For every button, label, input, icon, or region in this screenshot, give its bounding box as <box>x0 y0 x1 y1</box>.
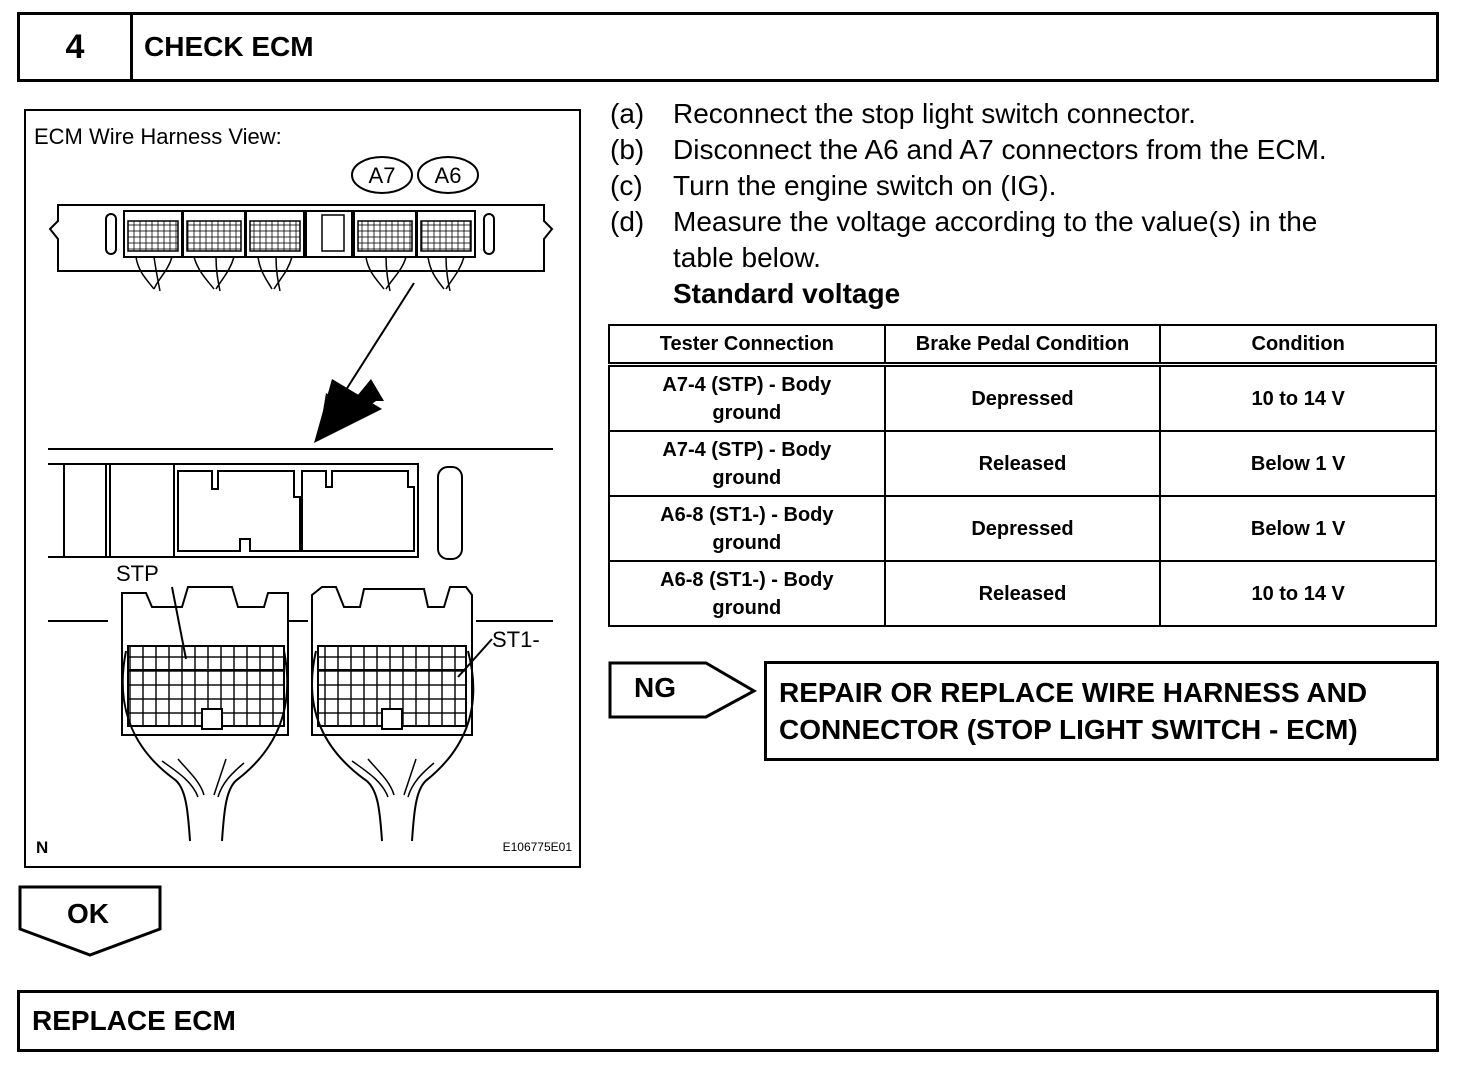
connection-line: A7-4 (STP) - Body <box>662 438 832 461</box>
pedal-condition-cell: Depressed <box>883 495 1162 562</box>
final-action-text: REPLACE ECM <box>32 1005 236 1036</box>
figure-heading: ECM Wire Harness View: <box>34 124 282 149</box>
instruction-text-continued: table below. <box>673 242 821 273</box>
standard-voltage-table: Tester Connection Brake Pedal Condition … <box>608 324 1437 627</box>
ng-result-box: REPAIR OR REPLACE WIRE HARNESS AND CONNE… <box>764 661 1439 761</box>
column-header: Condition <box>1159 324 1437 366</box>
ng-arrow-icon <box>608 661 758 719</box>
table-row: A6-8 (ST1-) - Body ground Depressed Below… <box>608 495 1437 562</box>
connection-line: ground <box>712 401 782 424</box>
ok-label: OK <box>67 898 109 929</box>
instruction-text: Disconnect the A6 and A7 connectors from… <box>673 134 1327 165</box>
st1-terminal-label: ST1- <box>492 627 540 652</box>
figure-id: E106775E01 <box>503 840 573 854</box>
tester-connection-cell: A6-8 (ST1-) - Body ground <box>608 495 886 562</box>
tester-connection-cell: A7-4 (STP) - Body ground <box>608 430 886 497</box>
connection-line: ground <box>712 466 782 489</box>
voltage-condition-cell: 10 to 14 V <box>1159 363 1437 432</box>
connection-line: A6-8 (ST1-) - Body <box>660 568 834 591</box>
connector-a7 <box>121 586 289 842</box>
ng-result-line: CONNECTOR (STOP LIGHT SWITCH - ECM) <box>779 714 1358 745</box>
a6-callout-label: A6 <box>435 163 462 188</box>
corner-mark: N <box>36 838 48 857</box>
ng-label: NG <box>634 672 676 703</box>
ecm-top-view <box>48 204 554 292</box>
ok-arrow-icon <box>18 885 162 957</box>
ecm-side-view <box>48 448 553 560</box>
instruction-label: (d) <box>610 206 645 237</box>
step-title: CHECK ECM <box>144 31 314 62</box>
tester-connection-cell: A7-4 (STP) - Body ground <box>608 363 886 432</box>
a7-callout <box>351 156 413 194</box>
step-number: 4 <box>20 15 133 79</box>
voltage-condition-cell: Below 1 V <box>1159 430 1437 497</box>
column-header: Brake Pedal Condition <box>883 324 1162 366</box>
a6-callout <box>417 156 479 194</box>
voltage-condition-cell: 10 to 14 V <box>1159 560 1437 627</box>
pedal-condition-cell: Released <box>883 560 1162 627</box>
connection-line: ground <box>712 596 782 619</box>
connection-line: A6-8 (ST1-) - Body <box>660 503 834 526</box>
table-row: A7-4 (STP) - Body ground Depressed 10 to … <box>608 363 1437 432</box>
step-header: 4 CHECK ECM <box>17 12 1439 82</box>
connection-line: ground <box>712 531 782 554</box>
instruction-label: (a) <box>610 98 645 129</box>
column-header: Tester Connection <box>608 324 886 366</box>
connection-line: A7-4 (STP) - Body <box>662 373 832 396</box>
ng-result-line: REPAIR OR REPLACE WIRE HARNESS AND <box>779 677 1368 708</box>
tester-connection-cell: A6-8 (ST1-) - Body ground <box>608 560 886 627</box>
a7-callout-label: A7 <box>369 163 396 188</box>
instruction-label: (c) <box>610 170 643 201</box>
table-header-row: Tester Connection Brake Pedal Condition … <box>608 324 1437 366</box>
voltage-condition-cell: Below 1 V <box>1159 495 1437 562</box>
stp-terminal-label: STP <box>116 561 159 586</box>
standard-voltage-title: Standard voltage <box>673 278 901 309</box>
pedal-condition-cell: Released <box>883 430 1162 497</box>
final-action-box: REPLACE ECM <box>17 990 1439 1052</box>
connector-a6 <box>311 586 493 842</box>
instruction-text: Measure the voltage according to the val… <box>673 206 1318 237</box>
ecm-harness-diagram: ECM Wire Harness View: A7 A6 <box>34 124 573 857</box>
table-row: A7-4 (STP) - Body ground Released Below 1… <box>608 430 1437 497</box>
direction-arrow <box>314 282 415 443</box>
table-row: A6-8 (ST1-) - Body ground Released 10 to … <box>608 560 1437 627</box>
pedal-condition-cell: Depressed <box>883 363 1162 432</box>
instruction-label: (b) <box>610 134 645 165</box>
ecm-wire-harness-figure: ECM Wire Harness View: A7 A6 <box>24 109 581 868</box>
instruction-text: Reconnect the stop light switch connecto… <box>673 98 1196 129</box>
instruction-text: Turn the engine switch on (IG). <box>673 170 1057 201</box>
